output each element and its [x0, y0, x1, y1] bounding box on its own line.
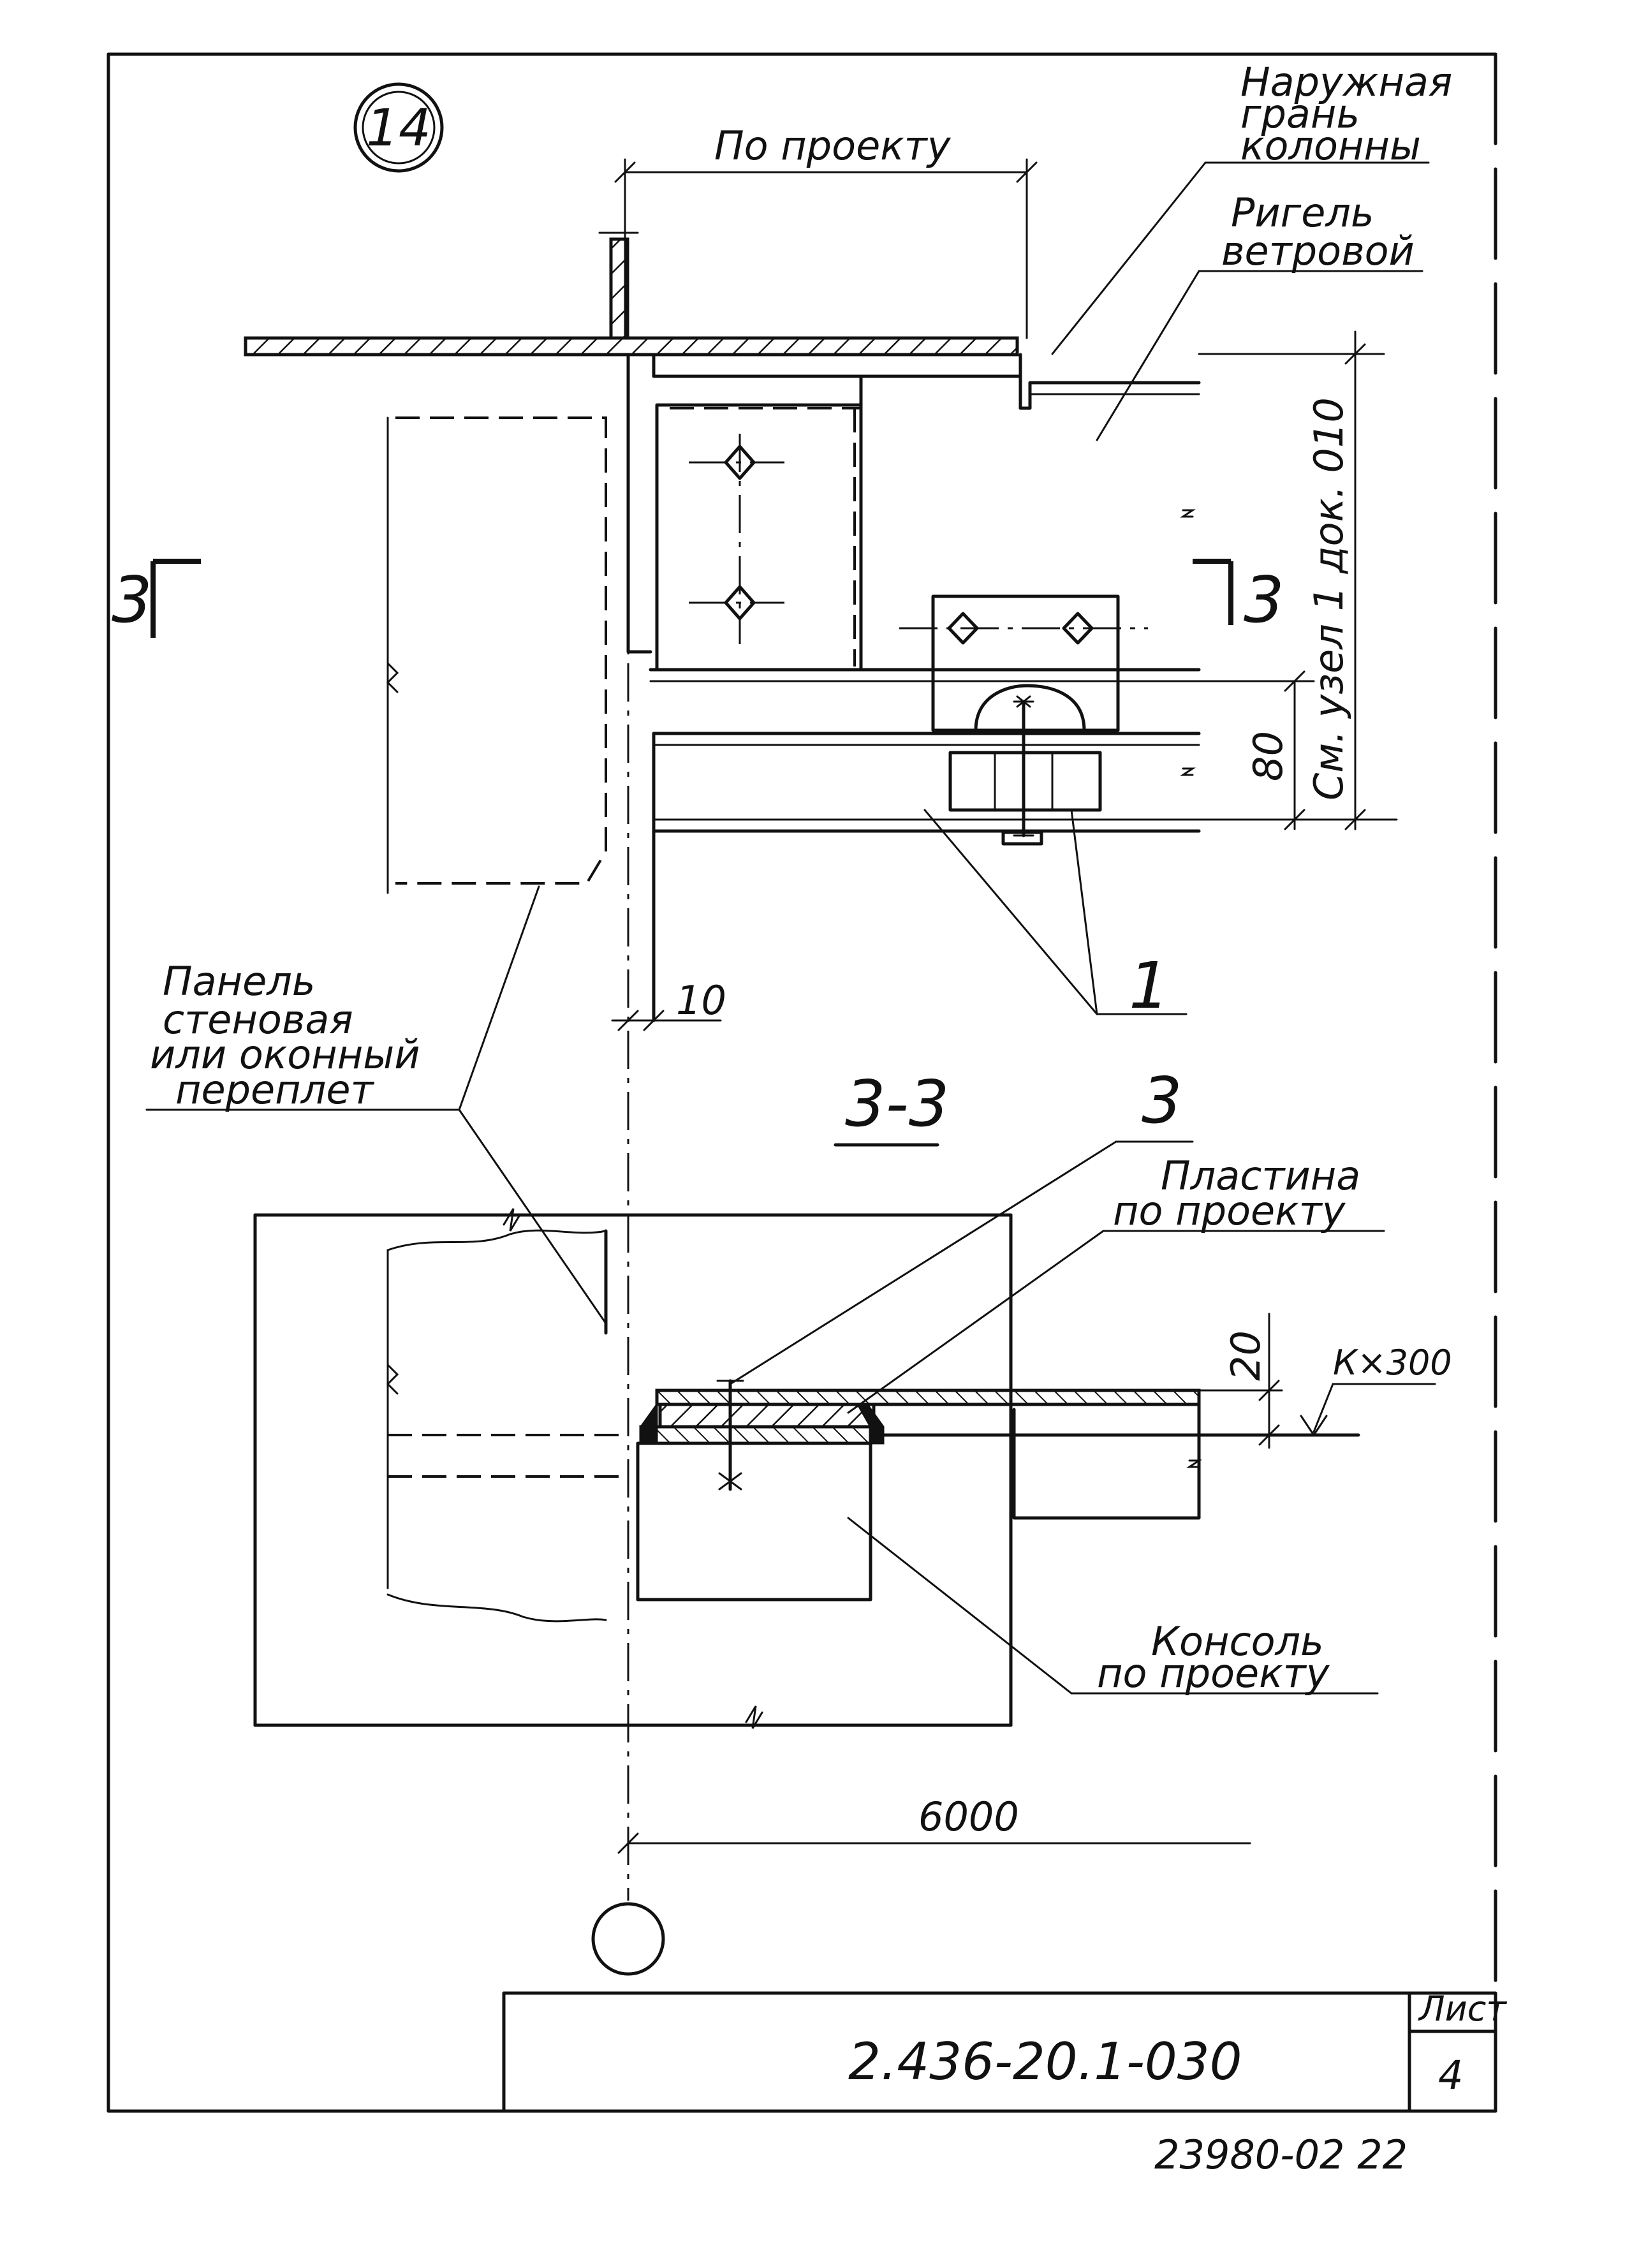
see-node-reference: См. узел 1 док. 010 [1305, 397, 1352, 800]
section-mark-right: 3 [1193, 559, 1284, 637]
section-mark-left-label: 3 [112, 563, 152, 637]
dimension-10: 10 [611, 977, 726, 1031]
footer-code: 23980-02 22 [1154, 2132, 1408, 2178]
dimension-20-text: 20 [1223, 1330, 1269, 1381]
connection-plate-upper [655, 403, 863, 672]
callout-1-label: 1 [1129, 948, 1170, 1023]
section-3-3-view [253, 1208, 1360, 1729]
axis-line [591, 357, 665, 1976]
dimension-right: 80 См. узел 1 док. 010 [1198, 330, 1398, 830]
wind-girt-label: Ригель ветровой [1096, 189, 1423, 441]
column-section [244, 232, 1019, 357]
section-mark-right-label: 3 [1244, 563, 1284, 637]
dimension-by-project-text: По проекту [714, 122, 952, 169]
node-number: 14 [366, 98, 431, 158]
outer-face-label: Наружная грань колонны [1051, 59, 1452, 355]
wind-girt-line-1: Ригель [1231, 189, 1374, 236]
title-block: 2.436-20.1-030 Лист 4 [502, 1989, 1507, 2113]
bolt-hole-3-icon [947, 612, 979, 645]
callout-3-label: 3 [1142, 1063, 1182, 1138]
console-line-2: по проекту [1097, 1650, 1330, 1697]
dimension-6000: 6000 [617, 1793, 1251, 1854]
outer-face-line-3: колонны [1240, 122, 1421, 169]
panel-line-3: или оконный [150, 1031, 420, 1078]
sheet-number: 4 [1438, 2052, 1463, 2098]
outer-face-line-2: грань [1240, 91, 1360, 137]
dimension-6000-text: 6000 [918, 1793, 1019, 1840]
doc-code: 2.436-20.1-030 [848, 2032, 1242, 2091]
section-title-text: 3-3 [845, 1066, 949, 1141]
panel-line-4: переплет [175, 1066, 374, 1113]
dimension-by-project: По проекту [614, 122, 1038, 339]
bolt-hole-2-icon [724, 585, 756, 621]
console-label: Консоль по проекту [847, 1517, 1379, 1697]
dimension-80: 80 [1245, 731, 1291, 781]
dimension-20: 20 [1198, 1313, 1283, 1449]
wind-girt-line-2: ветровой [1221, 228, 1415, 274]
bolt-hole-1-icon [724, 445, 756, 480]
node-number-marker: 14 [353, 82, 444, 173]
break-marks-right [1180, 509, 1196, 776]
axis-bubble [591, 1902, 665, 1976]
plate-line-1: Пластина [1161, 1152, 1360, 1199]
plate-line-2: по проекту [1113, 1188, 1346, 1234]
dimension-10-text: 10 [676, 977, 726, 1024]
section-title: 3-3 [834, 1066, 949, 1147]
panel-line-2: стеновая [163, 996, 353, 1043]
panel-line-1: Панель [163, 958, 315, 1005]
bolt-hole-4-icon [1062, 612, 1094, 645]
panel-label: Панель стеновая или оконный переплет [145, 885, 607, 1325]
plate-label: Пластина по проекту [847, 1152, 1385, 1414]
callout-1: 1 [923, 809, 1188, 1023]
dimension-kx300-text: К×300 [1333, 1343, 1452, 1383]
girt-clip-plate [899, 594, 1148, 732]
section-mark-left: 3 [112, 559, 201, 638]
wall-panel-upper [386, 416, 607, 894]
girt-lower [652, 695, 1201, 1022]
dimension-kx300: К×300 [1300, 1343, 1452, 1436]
console-line-1: Консоль [1151, 1618, 1324, 1665]
callout-3: 3 [729, 1063, 1194, 1385]
outer-face-line-1: Наружная [1240, 59, 1452, 105]
sheet-label: Лист [1418, 1989, 1507, 2029]
